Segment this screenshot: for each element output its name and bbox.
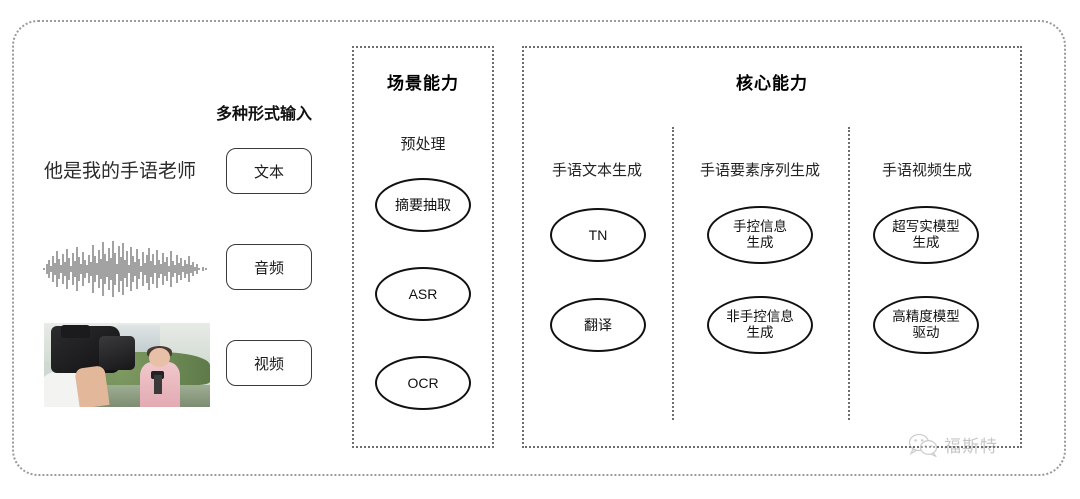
core-node-hyperrealistic-model-generation[interactable]: 超写实模型 生成 <box>873 206 979 264</box>
core-node-tn-label: TN <box>588 226 608 243</box>
core-node-manual-info-generation[interactable]: 手控信息 生成 <box>707 206 813 264</box>
video-input-thumbnail <box>44 323 210 407</box>
core-node-tn[interactable]: TN <box>550 208 646 262</box>
core-node-high-precision-model-driving[interactable]: 高精度模型 驱动 <box>873 296 979 354</box>
core-column-divider-2 <box>848 127 850 420</box>
core-node-hyperrealistic-model-generation-label-line1: 超写实模型 <box>892 219 960 235</box>
core-node-manual-info-generation-label-line1: 手控信息 <box>733 219 787 235</box>
scene-node-summary-extraction[interactable]: 摘要抽取 <box>375 178 471 232</box>
scene-capability-panel-title: 场景能力 <box>387 74 459 93</box>
core-column-heading-sign-text-generation: 手语文本生成 <box>551 162 642 179</box>
scene-node-ocr[interactable]: OCR <box>375 356 471 410</box>
scene-capability-panel: 场景能力 <box>352 46 494 448</box>
scene-node-summary-extraction-label: 摘要抽取 <box>395 196 451 213</box>
core-column-heading-sign-element-sequence-generation: 手语要素序列生成 <box>699 162 820 179</box>
input-section-label: 多种形式输入 <box>216 106 313 123</box>
core-capability-panel: 核心能力 <box>522 46 1022 448</box>
scene-node-asr-label: ASR <box>408 285 438 302</box>
core-column-heading-sign-video-generation: 手语视频生成 <box>881 162 972 179</box>
sample-text-input-example: 他是我的手语老师 <box>44 161 197 182</box>
input-type-button-audio-label: 音频 <box>253 259 284 277</box>
core-capability-panel-title: 核心能力 <box>736 74 808 93</box>
input-type-button-text[interactable]: 文本 <box>226 148 312 194</box>
core-node-nonmanual-info-generation[interactable]: 非手控信息 生成 <box>707 296 813 354</box>
core-node-translation[interactable]: 翻译 <box>550 298 646 352</box>
input-type-button-video[interactable]: 视频 <box>226 340 312 386</box>
input-type-button-text-label: 文本 <box>253 163 284 181</box>
core-node-high-precision-model-driving-label-line2: 驱动 <box>912 325 940 340</box>
watermark: 福斯特 <box>908 432 998 457</box>
scene-column-heading-preprocess: 预处理 <box>400 136 446 153</box>
input-type-button-video-label: 视频 <box>253 355 284 373</box>
scene-node-ocr-label: OCR <box>407 374 439 391</box>
input-type-button-audio[interactable]: 音频 <box>226 244 312 290</box>
outer-diagram-frame <box>12 20 1066 476</box>
core-node-high-precision-model-driving-label-line1: 高精度模型 <box>892 309 960 325</box>
wechat-logo-icon <box>908 433 938 457</box>
scene-node-asr[interactable]: ASR <box>375 267 471 321</box>
core-node-nonmanual-info-generation-label-line1: 非手控信息 <box>726 309 794 325</box>
core-node-manual-info-generation-label-line2: 生成 <box>746 235 774 250</box>
core-node-hyperrealistic-model-generation-label-line2: 生成 <box>912 235 940 250</box>
core-node-nonmanual-info-generation-label-line2: 生成 <box>746 325 774 340</box>
watermark-text: 福斯特 <box>944 437 998 456</box>
core-column-divider-1 <box>672 127 674 420</box>
core-node-translation-label: 翻译 <box>584 316 612 333</box>
audio-waveform-icon <box>43 241 207 297</box>
